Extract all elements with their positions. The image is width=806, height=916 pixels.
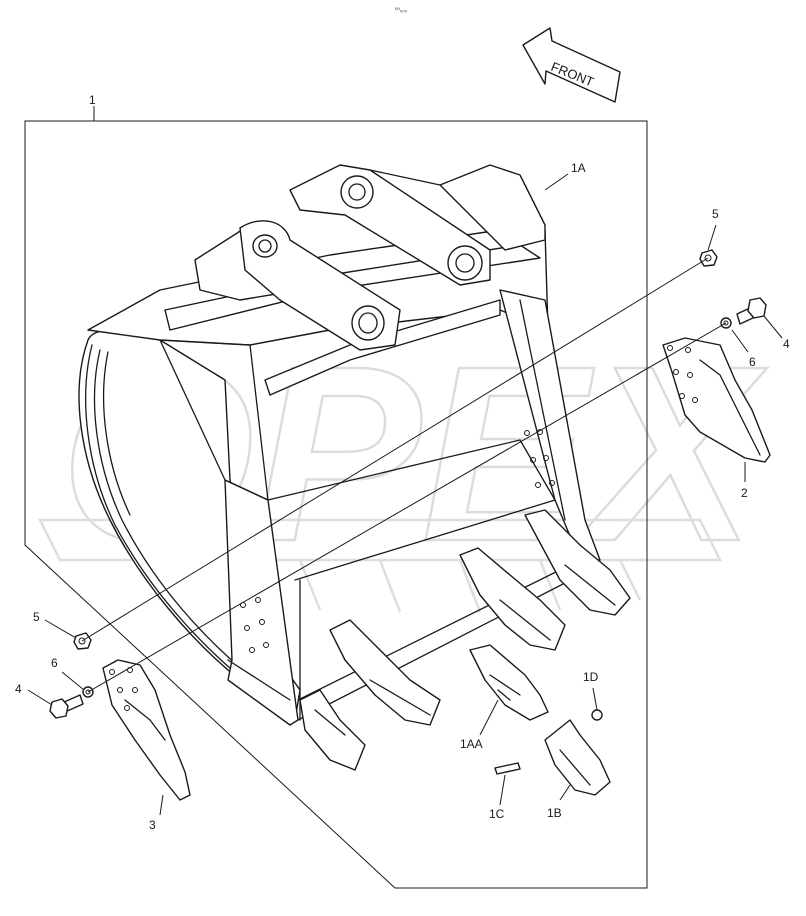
leader-lines [27,173,783,816]
callout-1: 1 [89,93,96,107]
bucket-teeth [299,509,631,796]
callout-1B: 1B [547,806,562,820]
callout-6-left: 6 [51,656,58,670]
callout-1AA: 1AA [460,737,483,751]
callout-1C: 1C [489,807,505,821]
callout-4-right: 4 [783,337,790,351]
front-arrow: FRONT [522,27,621,103]
callout-6-right: 6 [749,355,756,369]
side-plate-holes [240,429,555,653]
side-cutter-right [662,337,771,463]
callout-3: 3 [149,818,156,832]
callout-labels: 1 1A 1AA 1B 1C 1D 2 3 4 4 5 5 6 6 [15,93,790,832]
callout-5-right: 5 [712,207,719,221]
header-tag: ⁰⁰₀₀₀ [395,7,408,14]
callout-1D: 1D [583,670,599,684]
callout-4-left: 4 [15,682,22,696]
callout-5-left: 5 [33,610,40,624]
callout-2: 2 [741,486,748,500]
assembly-outline [24,120,648,889]
side-cutter-left [102,659,191,801]
callout-1A: 1A [571,161,586,175]
